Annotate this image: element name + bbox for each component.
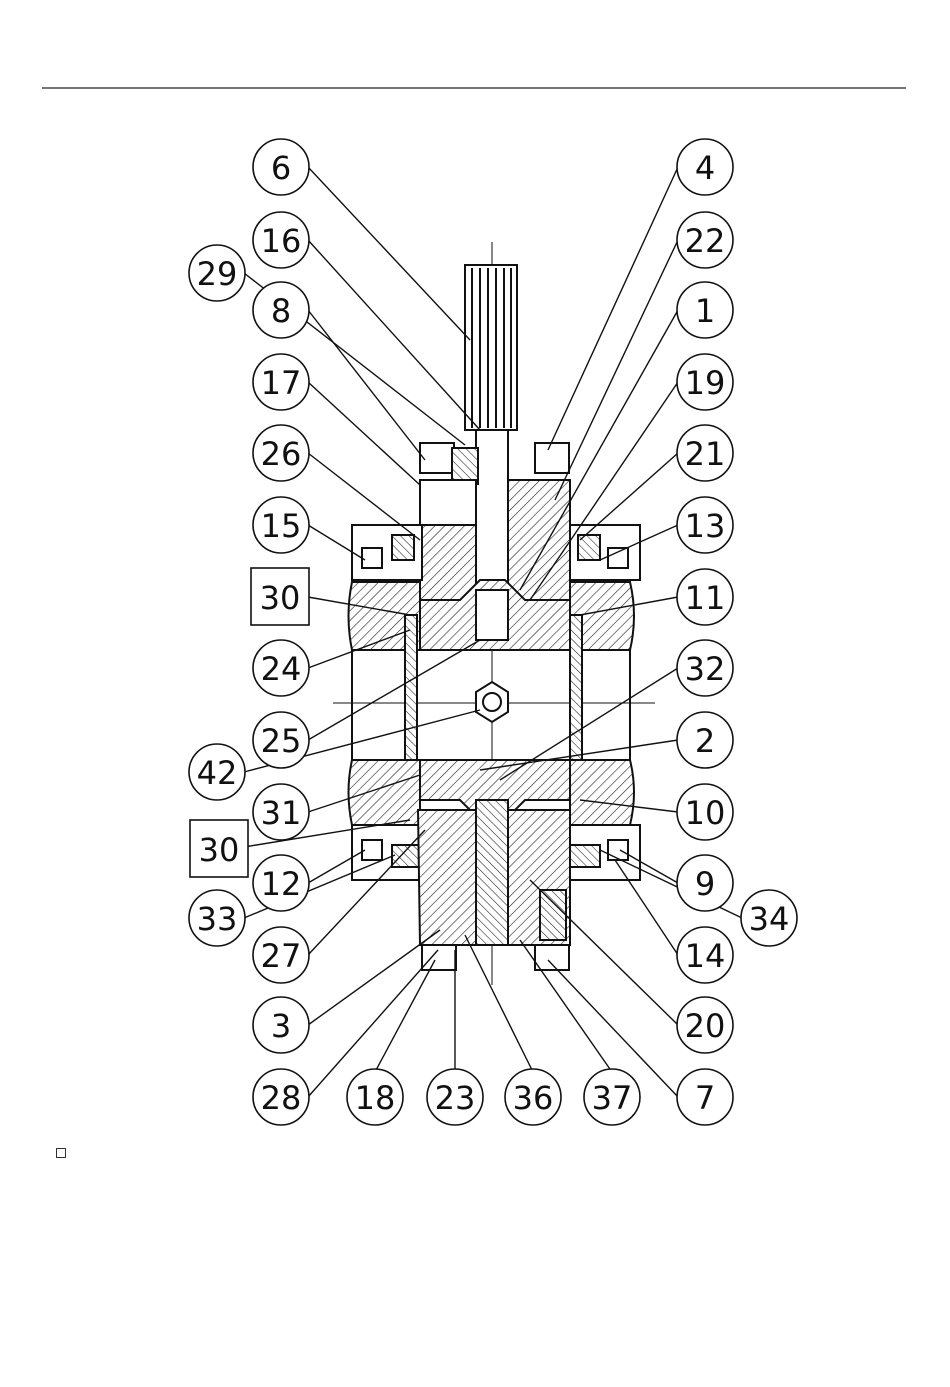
callout-3: 3	[253, 997, 309, 1053]
svg-text:14: 14	[685, 937, 726, 975]
callout-42: 42	[189, 744, 245, 800]
callout-11: 11	[677, 569, 733, 625]
svg-text:24: 24	[261, 650, 302, 688]
footnote-marker	[56, 1148, 66, 1158]
callout-33: 33	[189, 890, 245, 946]
svg-text:20: 20	[685, 1007, 726, 1045]
svg-text:34: 34	[749, 900, 790, 938]
svg-text:13: 13	[685, 507, 726, 545]
svg-text:17: 17	[261, 364, 302, 402]
svg-text:30: 30	[260, 579, 301, 617]
svg-text:27: 27	[261, 937, 302, 975]
callout-36: 36	[505, 1069, 561, 1125]
svg-text:29: 29	[197, 255, 238, 293]
callout-26: 26	[253, 425, 309, 481]
svg-text:1: 1	[695, 292, 715, 330]
callout-13: 13	[677, 497, 733, 553]
svg-text:31: 31	[261, 794, 302, 832]
svg-text:9: 9	[695, 865, 715, 903]
callout-29: 29	[189, 245, 245, 301]
svg-text:25: 25	[261, 722, 302, 760]
callout-24: 24	[253, 640, 309, 696]
svg-text:30: 30	[199, 831, 240, 869]
callout-37: 37	[584, 1069, 640, 1125]
svg-text:10: 10	[685, 794, 726, 832]
callout-9: 9	[677, 855, 733, 911]
callout-31: 31	[253, 784, 309, 840]
svg-text:33: 33	[197, 900, 238, 938]
callout-30-upper: 30	[251, 568, 309, 625]
svg-text:16: 16	[261, 222, 302, 260]
svg-text:28: 28	[261, 1079, 302, 1117]
svg-text:4: 4	[695, 149, 715, 187]
callout-27: 27	[253, 927, 309, 983]
svg-text:7: 7	[695, 1079, 715, 1117]
callout-28: 28	[253, 1069, 309, 1125]
callout-34: 34	[741, 890, 797, 946]
svg-text:3: 3	[271, 1007, 291, 1045]
svg-text:15: 15	[261, 507, 302, 545]
callout-19: 19	[677, 354, 733, 410]
callout-4: 4	[677, 139, 733, 195]
svg-text:8: 8	[271, 292, 291, 330]
svg-text:36: 36	[513, 1079, 554, 1117]
svg-text:6: 6	[271, 149, 291, 187]
callout-14: 14	[677, 927, 733, 983]
callout-23: 23	[427, 1069, 483, 1125]
svg-text:11: 11	[685, 579, 726, 617]
callout-25: 25	[253, 712, 309, 768]
svg-text:23: 23	[435, 1079, 476, 1117]
callout-15: 15	[253, 497, 309, 553]
callout-20: 20	[677, 997, 733, 1053]
callout-8: 8	[253, 282, 309, 338]
callout-22: 22	[677, 212, 733, 268]
callout-17: 17	[253, 354, 309, 410]
callout-10: 10	[677, 784, 733, 840]
svg-text:12: 12	[261, 865, 302, 903]
callout-2: 2	[677, 712, 733, 768]
callout-18: 18	[347, 1069, 403, 1125]
callout-6: 6	[253, 139, 309, 195]
callout-21: 21	[677, 425, 733, 481]
callout-16: 16	[253, 212, 309, 268]
svg-text:21: 21	[685, 435, 726, 473]
svg-text:22: 22	[685, 222, 726, 260]
svg-text:32: 32	[685, 650, 726, 688]
callout-7: 7	[677, 1069, 733, 1125]
svg-text:37: 37	[592, 1079, 633, 1117]
callout-32: 32	[677, 640, 733, 696]
callout-12: 12	[253, 855, 309, 911]
svg-text:18: 18	[355, 1079, 396, 1117]
svg-text:2: 2	[695, 722, 715, 760]
valve-body	[333, 242, 655, 985]
callout-1: 1	[677, 282, 733, 338]
callout-30-lower: 30	[190, 820, 248, 877]
svg-text:19: 19	[685, 364, 726, 402]
svg-text:42: 42	[197, 754, 238, 792]
svg-text:26: 26	[261, 435, 302, 473]
